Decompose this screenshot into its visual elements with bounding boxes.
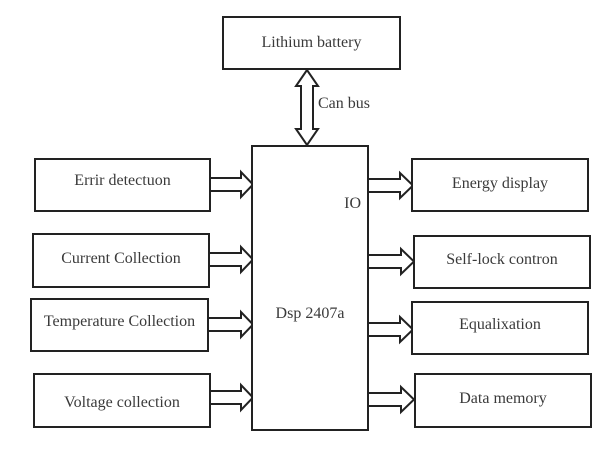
node-equalization: Equalixation <box>411 301 589 355</box>
node-energy-display: Energy display <box>411 158 589 212</box>
node-label: Temperature Collection <box>43 313 196 330</box>
node-error-detection: Errir detectuon <box>34 158 211 212</box>
arrow-voltage-collection <box>210 382 255 413</box>
node-label: Equalixation <box>459 316 541 333</box>
can-bus-double-arrow <box>294 68 320 147</box>
io-port-label: IO <box>344 195 361 212</box>
node-dsp: Dsp 2407a IO <box>251 145 369 431</box>
node-label: Self-lock contron <box>446 251 558 268</box>
node-label: Errir detectuon <box>74 172 171 189</box>
arrow-error-detection <box>210 169 255 200</box>
arrow-self-lock-control <box>368 246 416 277</box>
node-label: Current Collection <box>61 249 181 267</box>
can-bus-label: Can bus <box>318 95 370 112</box>
arrow-current-collection <box>209 244 255 275</box>
node-voltage-collection: Voltage collection <box>33 373 211 428</box>
node-current-collection: Current Collection <box>32 233 210 288</box>
node-temperature-collection: Temperature Collection <box>30 298 209 352</box>
node-lithium-battery: Lithium battery <box>222 16 401 70</box>
node-label: Dsp 2407a <box>275 305 345 322</box>
node-label: Voltage collection <box>64 393 180 411</box>
arrow-temperature-collection <box>208 309 255 340</box>
node-label: Energy display <box>451 175 549 192</box>
node-self-lock-control: Self-lock contron <box>413 235 591 289</box>
arrow-data-memory <box>368 384 416 415</box>
arrow-equalization <box>368 314 415 345</box>
node-label: Lithium battery <box>261 34 362 51</box>
arrow-energy-display <box>368 170 415 201</box>
node-data-memory: Data memory <box>414 373 592 428</box>
node-label: Data memory <box>459 389 547 407</box>
